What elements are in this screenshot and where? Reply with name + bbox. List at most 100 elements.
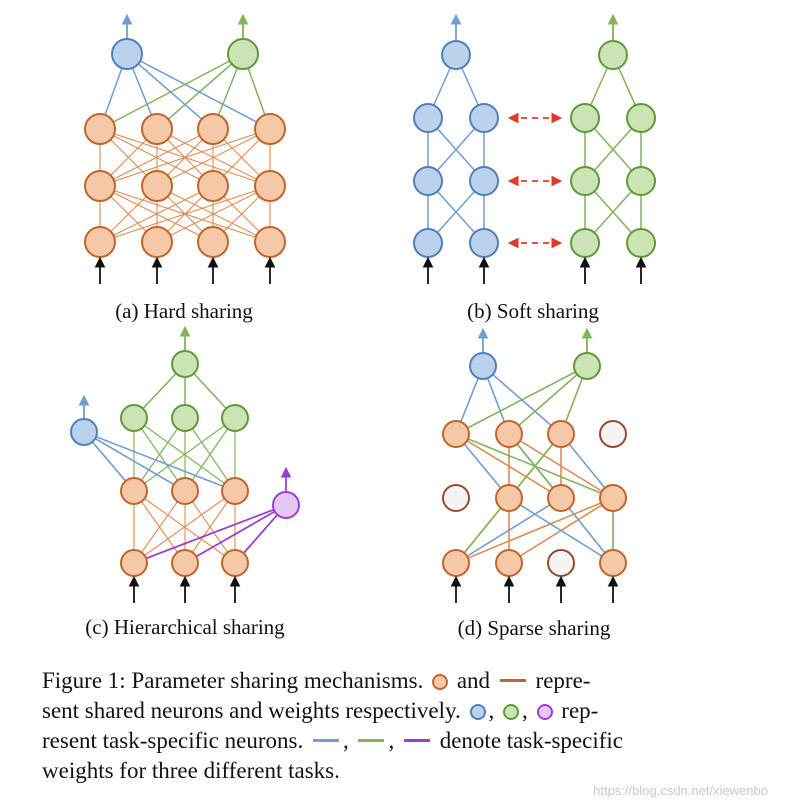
unused-neuron (547, 549, 575, 577)
blue-neuron (111, 38, 143, 70)
figure-caption-line-3: resent task-specific neurons. , , denote… (42, 728, 623, 753)
shared-weight-edge (99, 128, 271, 187)
shared-neuron (84, 170, 116, 202)
shared-weight-edge (156, 128, 271, 187)
purple-weight-edge (184, 504, 287, 564)
shared-neuron (599, 549, 627, 577)
shared-neuron (197, 170, 229, 202)
blue-neuron (441, 40, 471, 70)
unused-neuron (442, 484, 470, 512)
shared-neuron (547, 484, 575, 512)
green-neuron (626, 228, 656, 258)
shared-neuron (120, 477, 148, 505)
purple-neuron (272, 491, 300, 519)
figure-caption-line-4: weights for three different tasks. (42, 758, 340, 783)
green-neuron (171, 404, 199, 432)
green-neuron (120, 404, 148, 432)
green-weight-legend-icon (358, 739, 385, 742)
green-weight-edge (99, 53, 244, 130)
shared-weight-edge (156, 185, 271, 243)
shared-neuron (495, 484, 523, 512)
shared-weight-legend-icon (499, 679, 526, 682)
shared-neuron (197, 226, 229, 258)
caption-hard-sharing: (a) Hard sharing (115, 299, 253, 323)
watermark: https://blog.csdn.net/xiewenbo (593, 783, 768, 798)
green-weight-edge (133, 417, 236, 492)
blue-neuron-legend-icon (469, 704, 486, 720)
green-neuron (227, 38, 259, 70)
blue-weight-edge (126, 53, 271, 130)
figure-caption-line-2: sent shared neurons and weights respecti… (42, 698, 599, 723)
shared-neuron (254, 226, 286, 258)
purple-neuron-legend-icon (536, 704, 553, 720)
shared-neuron (221, 477, 249, 505)
shared-weight-edge (455, 497, 614, 564)
green-weight-edge (508, 365, 588, 435)
green-neuron (171, 350, 199, 378)
green-neuron (573, 352, 601, 380)
green-neuron (221, 404, 249, 432)
shared-neuron (254, 170, 286, 202)
shared-neuron (254, 113, 286, 145)
blue-weight-edge (83, 431, 236, 492)
shared-neuron (547, 420, 575, 448)
green-weight-edge (133, 417, 186, 492)
blue-weight-legend-icon (312, 739, 339, 742)
shared-weight-edge (99, 128, 214, 187)
panel-soft-sharing (413, 13, 656, 284)
panel-hierarchical-sharing (70, 325, 300, 603)
shared-neuron (442, 549, 470, 577)
blue-neuron (469, 352, 497, 380)
green-neuron (626, 103, 656, 133)
shared-weight-edge (133, 490, 186, 564)
shared-neuron-legend-icon (432, 674, 449, 690)
shared-neuron (599, 484, 627, 512)
shared-neuron (221, 549, 249, 577)
shared-neuron (120, 549, 148, 577)
green-neuron (626, 166, 656, 196)
blue-neuron (413, 228, 443, 258)
shared-neuron (495, 549, 523, 577)
figure-caption-line-1: Figure 1: Parameter sharing mechanisms. … (42, 668, 591, 693)
panel-hard-sharing (84, 13, 286, 284)
green-neuron (570, 103, 600, 133)
purple-weight-legend-icon (403, 739, 430, 742)
blue-neuron (469, 103, 499, 133)
blue-neuron (469, 228, 499, 258)
caption-sparse-sharing: (d) Sparse sharing (458, 616, 611, 640)
shared-neuron (171, 477, 199, 505)
shared-weight-edge (133, 490, 236, 564)
shared-weight-edge (99, 185, 271, 243)
unused-neuron (599, 420, 627, 448)
purple-weight-edge (133, 504, 287, 564)
blue-weight-edge (455, 497, 562, 564)
shared-neuron (84, 226, 116, 258)
shared-neuron (84, 113, 116, 145)
panel-sparse-sharing (442, 327, 627, 603)
shared-neuron (141, 170, 173, 202)
parameter-sharing-diagram: (a) Hard sharing (b) Soft sharing (c) Hi… (70, 13, 656, 640)
green-neuron (598, 40, 628, 70)
caption-soft-sharing: (b) Soft sharing (467, 299, 599, 323)
green-weight-edge (184, 417, 236, 492)
figure-caption: Figure 1: Parameter sharing mechanisms. … (42, 666, 702, 786)
blue-neuron (413, 166, 443, 196)
shared-neuron (442, 420, 470, 448)
blue-weight-edge (508, 497, 614, 564)
green-neuron (570, 166, 600, 196)
shared-neuron (197, 113, 229, 145)
blue-weight-edge (83, 431, 186, 492)
green-weight-edge (455, 365, 588, 435)
green-neuron-legend-icon (503, 704, 520, 720)
shared-neuron (141, 113, 173, 145)
shared-weight-edge (99, 185, 214, 243)
blue-neuron (413, 103, 443, 133)
caption-hierarchical-sharing: (c) Hierarchical sharing (85, 615, 285, 639)
shared-weight-edge (184, 490, 236, 564)
shared-neuron (495, 420, 523, 448)
blue-neuron (70, 418, 98, 446)
green-weight-edge (156, 53, 244, 130)
blue-neuron (469, 166, 499, 196)
shared-neuron (141, 226, 173, 258)
green-neuron (570, 228, 600, 258)
